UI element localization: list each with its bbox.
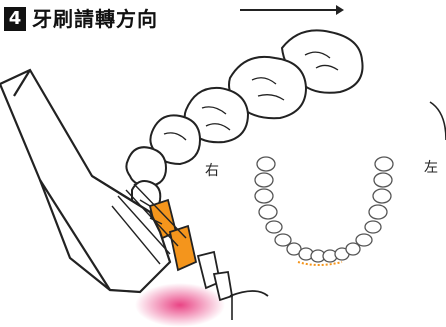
- left-side-label: 左: [424, 160, 438, 176]
- right-side-label: 右: [205, 163, 219, 179]
- tooth-row: [126, 30, 362, 212]
- lip-line: [230, 291, 268, 296]
- gum-highlight: [135, 283, 225, 327]
- cheek-line: [430, 102, 446, 140]
- arch-highlight: [298, 262, 342, 265]
- dental-arch-diagram: [255, 157, 393, 262]
